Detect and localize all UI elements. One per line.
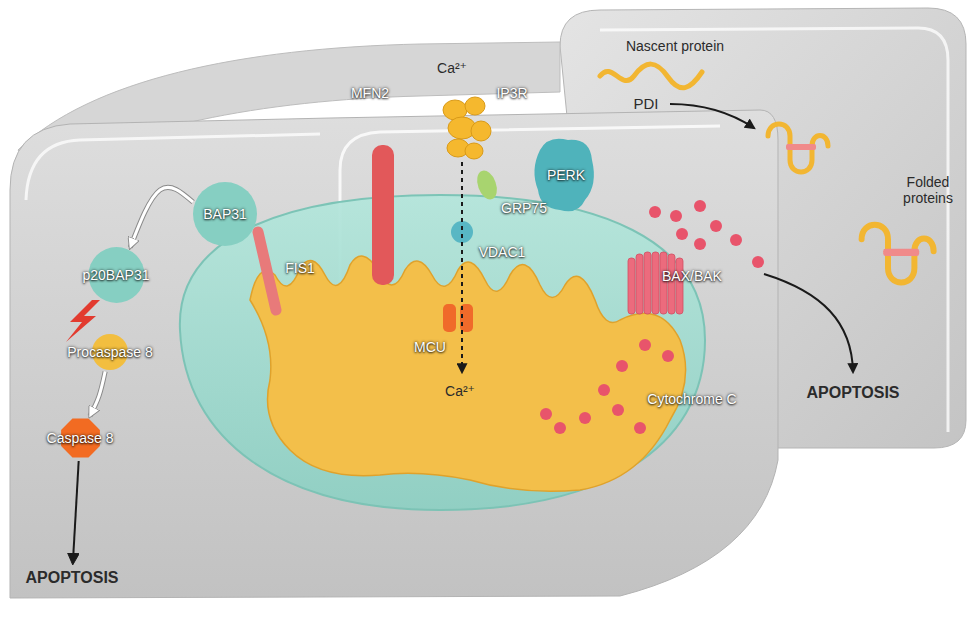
- protein-circle: p20BAP31: [77, 246, 156, 304]
- pore-subunit: [668, 254, 675, 314]
- cytochrome-c: [616, 360, 628, 372]
- outcome-text: APOPTOSIS: [25, 569, 118, 587]
- apoptosis-arrow: [764, 274, 853, 372]
- cytochrome-c: [554, 422, 566, 434]
- disulfide-bond: [883, 249, 919, 256]
- pore-subunit: [628, 258, 635, 314]
- outcome-label: APOPTOSIS: [19, 566, 125, 591]
- ip3r-subunit: [465, 143, 483, 159]
- component-label: Ca²⁺: [445, 383, 475, 399]
- connector-outline: [130, 187, 193, 247]
- connector-group: [73, 461, 79, 563]
- cytochrome-c: [730, 234, 742, 246]
- cytochrome-c: [676, 228, 688, 240]
- component-label: PERK: [547, 167, 585, 183]
- arrow-connector: [73, 461, 79, 563]
- component-label: IP3R: [496, 85, 527, 101]
- mfn2-protein: [372, 145, 394, 285]
- er-fold: [26, 134, 320, 200]
- protein-chain: [862, 225, 934, 283]
- protein-circle: [193, 182, 257, 246]
- cytochrome-c: [540, 408, 552, 420]
- cytochrome-c: [639, 339, 651, 351]
- pore-subunit: [636, 254, 643, 314]
- component-label: PDI: [633, 95, 658, 112]
- component-label: Folded proteins: [894, 174, 962, 206]
- protein-circle: BAP31: [192, 181, 258, 247]
- cytochrome-c: [694, 200, 706, 212]
- folded-protein: [862, 225, 934, 283]
- component-label: Nascent protein: [626, 38, 724, 54]
- cytochrome-c: [598, 384, 610, 396]
- enzyme-octagon: Caspase 8: [41, 416, 120, 460]
- node-label: Procaspase 8: [67, 344, 153, 360]
- grp75-protein: [473, 168, 500, 202]
- cytochrome-c: [579, 412, 591, 424]
- cleavage-bolt: [66, 300, 100, 342]
- cytochrome-c: [710, 220, 722, 232]
- cytochrome-c-dots: [540, 200, 764, 434]
- cytochrome-c: [670, 210, 682, 222]
- arrow-connector: [130, 187, 193, 247]
- connector-group: [90, 371, 105, 416]
- pore-subunit: [676, 258, 683, 314]
- cytochrome-c: [752, 256, 764, 268]
- cytochrome-c: [662, 350, 674, 362]
- component-label: MCU: [414, 339, 446, 355]
- enzyme-circle: Procaspase 8: [61, 333, 159, 371]
- mitochondrion: [180, 195, 705, 510]
- pore-subunit: [652, 252, 659, 314]
- component-label: Ca²⁺: [437, 60, 467, 76]
- fis1-protein: [258, 232, 276, 310]
- folding-arrow: [670, 104, 754, 128]
- node-label: p20BAP31: [83, 267, 150, 283]
- component-label: MFN2: [351, 85, 389, 101]
- component-label: VDAC1: [479, 244, 526, 260]
- pore-subunit: [644, 252, 651, 314]
- mcu-channel: [443, 304, 473, 332]
- node-label: Caspase 8: [47, 430, 114, 446]
- cytochrome-c: [649, 206, 661, 218]
- ip3r-subunit: [465, 97, 485, 115]
- connector-group: [130, 187, 193, 247]
- connector-outline: [90, 371, 105, 416]
- arrow-connector: [90, 371, 105, 416]
- ip3r-channel: [443, 97, 491, 159]
- disulfide-bond: [786, 144, 816, 150]
- ip3r-subunit: [471, 121, 491, 141]
- mcu-subunit: [443, 304, 456, 332]
- component-label: GRP75: [501, 200, 547, 216]
- protein-chain: [768, 124, 828, 172]
- cytochrome-c: [694, 238, 706, 250]
- outcome-text: APOPTOSIS: [806, 384, 899, 402]
- vdac1-channel: [451, 221, 473, 243]
- calcium-flux-arrow: [461, 162, 463, 372]
- er-sheet: [10, 110, 778, 598]
- nascent-protein: [600, 64, 702, 88]
- folded-protein: [768, 124, 828, 172]
- cristae: [250, 256, 686, 491]
- component-label: Cytochrome C: [647, 391, 736, 407]
- outcome-label: APOPTOSIS: [800, 381, 906, 406]
- component-label: BAX/BAK: [662, 268, 722, 284]
- cytochrome-c: [634, 422, 646, 434]
- node-label: BAP31: [203, 206, 247, 222]
- cytochrome-c: [612, 404, 624, 416]
- component-label: FIS1: [285, 260, 315, 276]
